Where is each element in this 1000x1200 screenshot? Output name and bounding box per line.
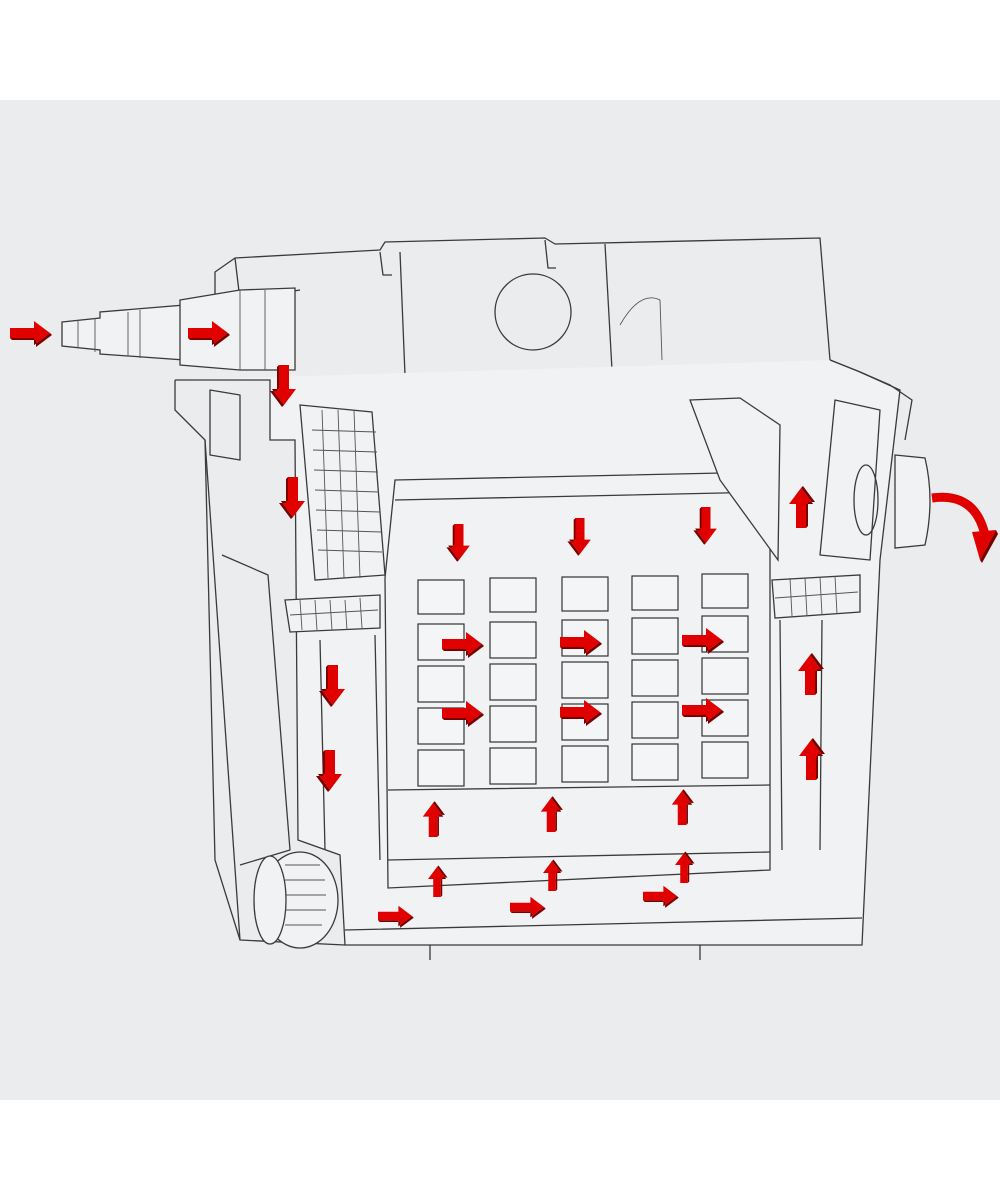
outlet-pipe — [853, 454, 931, 549]
arrow-right-icon — [10, 321, 52, 347]
inlet-pipe — [61, 287, 296, 371]
flow-arrows — [10, 321, 998, 928]
right-grid-panel — [689, 397, 861, 851]
sponge-grid — [417, 573, 749, 787]
left-grid-panel — [284, 404, 386, 861]
lid — [214, 237, 861, 381]
drain-knob[interactable] — [253, 851, 339, 949]
filter-cartridge — [384, 471, 771, 889]
curved-outlet-arrow-icon — [931, 492, 998, 563]
